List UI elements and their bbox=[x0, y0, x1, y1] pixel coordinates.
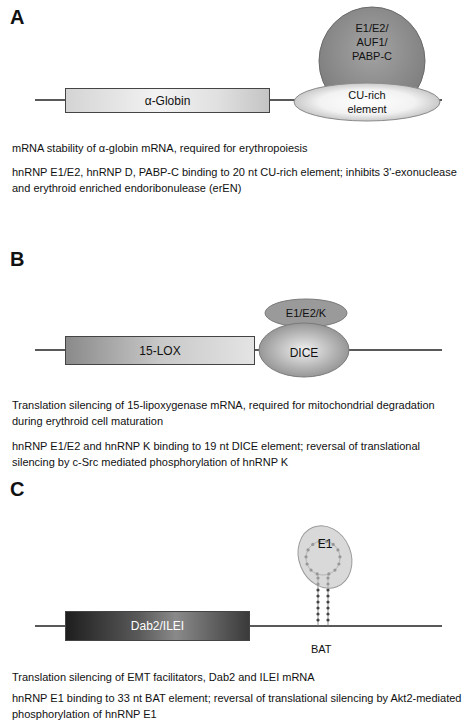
note-text: hnRNP E1 binding to 33 nt BAT element; r… bbox=[12, 690, 464, 721]
node-text: 15-LOX bbox=[139, 344, 180, 358]
node-text: DICE bbox=[290, 346, 319, 360]
node-text: E1 bbox=[318, 537, 333, 551]
ellipse-outline bbox=[298, 524, 352, 590]
node-text: α-Globin bbox=[145, 94, 191, 108]
element-ellipse: CU-rich element bbox=[293, 82, 441, 122]
panel-letter: B bbox=[10, 248, 40, 270]
panel-letter: C bbox=[10, 478, 40, 500]
note-text: hnRNP E1/E2 and hnRNP K binding to 19 nt… bbox=[12, 438, 464, 470]
protein-ellipse: E1 bbox=[298, 524, 352, 590]
node-text: Dab2/ILEI bbox=[131, 619, 184, 633]
node-text: E1/E2/K bbox=[286, 306, 326, 320]
node-text: CU-rich element bbox=[340, 88, 395, 116]
note-text: hnRNP E1/E2, hnRNP D, PABP-C binding to … bbox=[12, 164, 464, 196]
gene-box: Dab2/ILEI bbox=[65, 611, 250, 641]
element-ellipse: DICE bbox=[258, 322, 350, 378]
note-text: mRNA stability of α-globin mRNA, require… bbox=[12, 140, 464, 156]
gene-box: 15-LOX bbox=[65, 336, 255, 365]
note-text: Translation silencing of EMT facilitator… bbox=[12, 669, 464, 685]
ellipse-outline bbox=[293, 82, 441, 122]
note-text: Translation silencing of 15-lipoxygenase… bbox=[12, 397, 464, 429]
gene-box: α-Globin bbox=[65, 88, 270, 113]
node-text: E1/E2/ AUF1/ PABP-C bbox=[342, 21, 402, 63]
element-name: BAT bbox=[311, 641, 351, 657]
panel-letter: A bbox=[10, 6, 40, 28]
